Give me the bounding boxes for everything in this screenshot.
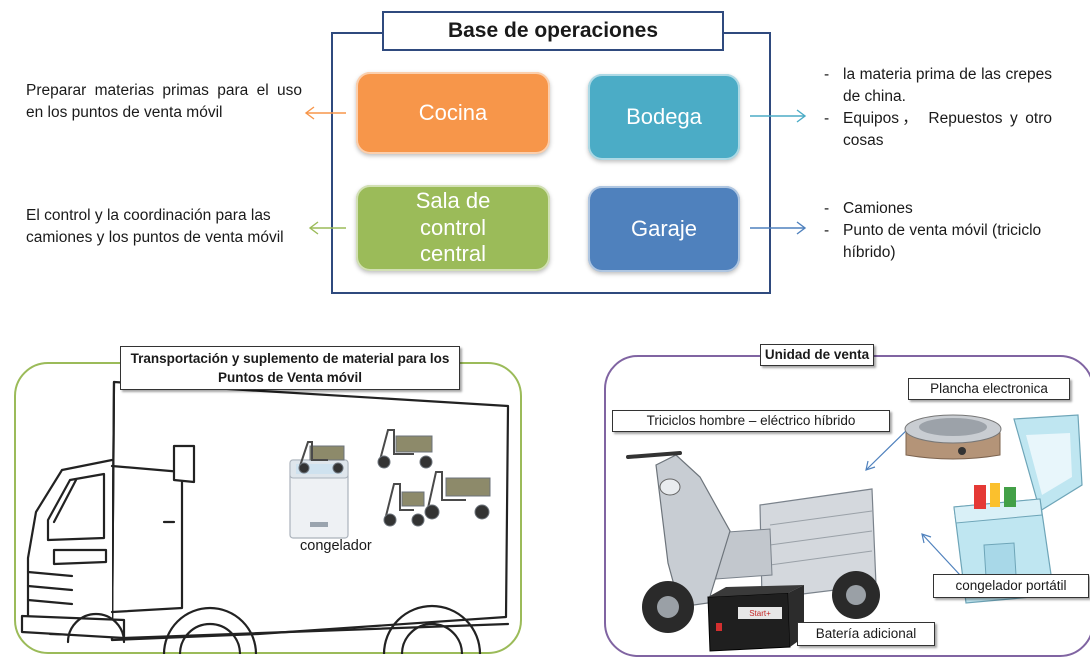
sales-unit-illustrations: Start+ <box>626 414 1083 652</box>
tricycle-fleet-images <box>298 429 491 527</box>
bodega-item: Equipos， Repuestos y otro cosas <box>820 108 1052 152</box>
sala-description: El control y la coordinación para las ca… <box>26 207 284 246</box>
portable-freezer-label: congelador portátil <box>933 574 1089 598</box>
tile-sala-label: Sala de control central <box>415 187 491 267</box>
tile-sala-control: Sala de control central <box>356 185 550 271</box>
battery-brand-text: Start+ <box>749 609 771 618</box>
sales-unit-label: Unidad de venta <box>760 344 874 366</box>
arrow-sala-left <box>308 221 346 235</box>
operations-title: Base de operaciones <box>382 11 724 51</box>
tile-bodega: Bodega <box>588 74 740 160</box>
arrow-freezer-callout <box>921 533 961 576</box>
bodega-description: la materia prima de las crepes de china.… <box>820 64 1052 152</box>
tile-garaje: Garaje <box>588 186 740 272</box>
hybrid-tricycle-image <box>626 451 880 633</box>
garaje-item: Punto de venta móvil (triciclo híbrido) <box>820 220 1052 264</box>
freezer-caption: congelador <box>300 538 372 554</box>
arrow-bodega-right <box>750 109 807 123</box>
battery-label: Batería adicional <box>797 622 935 646</box>
griddle-label: Plancha electronica <box>908 378 1070 400</box>
tile-cocina: Cocina <box>356 72 550 154</box>
arrow-griddle-callout <box>865 424 913 471</box>
delivery-truck-illustration <box>20 380 510 654</box>
tricycle-label: Triciclos hombre – eléctrico híbrido <box>612 410 890 432</box>
battery-image: Start+ <box>707 585 804 652</box>
garaje-item: Camiones <box>820 198 1052 220</box>
arrow-cocina-left <box>304 106 346 120</box>
electric-griddle-image <box>904 414 1002 460</box>
bodega-item: la materia prima de las crepes de china. <box>820 64 1052 108</box>
arrow-garaje-right <box>750 221 807 235</box>
cocina-description: Preparar materias primas para el uso en … <box>26 82 302 121</box>
garaje-description: Camiones Punto de venta móvil (triciclo … <box>820 198 1052 264</box>
transport-panel-label: Transportación y suplemento de material … <box>120 346 460 390</box>
